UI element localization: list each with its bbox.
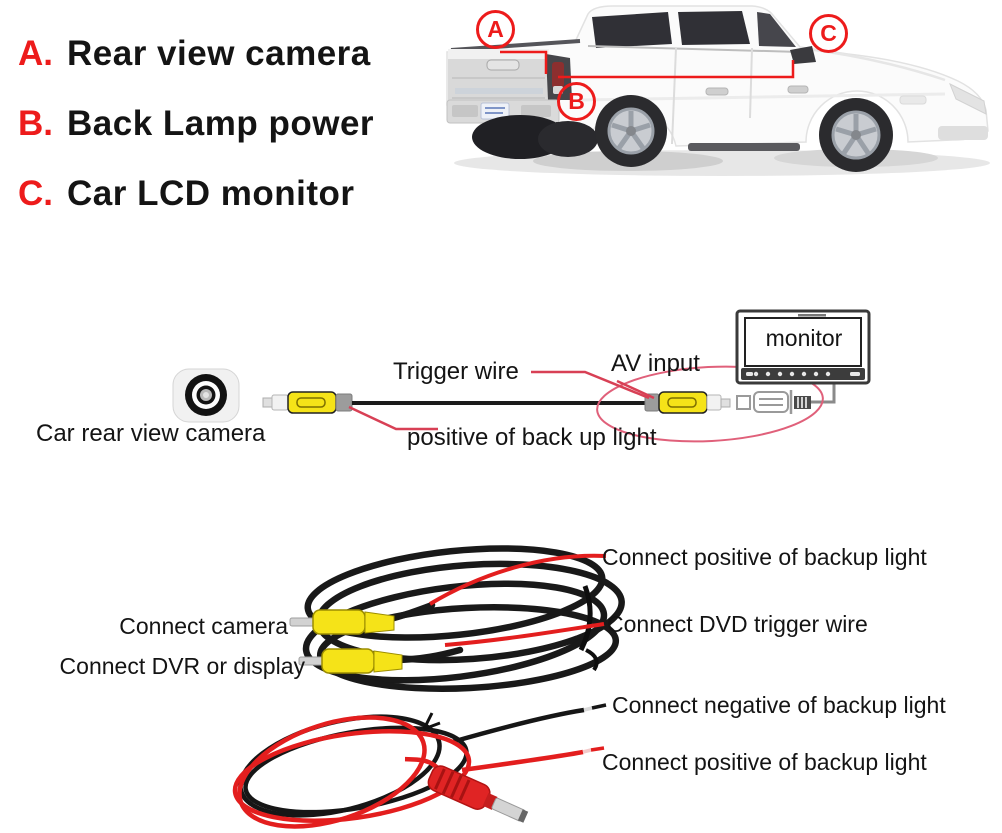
monitor-icon [735, 309, 871, 385]
truck-marker-a: A [476, 10, 515, 49]
legend-key-c: C. [18, 174, 53, 213]
connect-positive-backup2-label: Connect positive of backup light [602, 749, 927, 775]
legend-item-a: A. Rear view camera [18, 34, 374, 74]
connect-positive-backup-label: Connect positive of backup light [602, 544, 927, 570]
monitor-av-plug-icon [736, 383, 836, 414]
legend-label-a: Rear view camera [67, 34, 371, 73]
rearview-camera-icon [172, 368, 240, 423]
rear-wheel [595, 95, 667, 167]
dc-plug-icon [404, 756, 529, 823]
connection-highlight-ellipse [596, 365, 824, 443]
cable-rca-dvr-icon [298, 648, 403, 674]
connect-dvr-label: Connect DVR or display [59, 653, 305, 679]
negative-wire-tip [591, 703, 607, 710]
legend: A. Rear view camera B. Back Lamp power C… [18, 34, 374, 244]
backup-power-wire [428, 553, 607, 606]
cable-rca-camera-icon [289, 609, 395, 635]
truck-marker-b: B [557, 82, 596, 121]
camera-rca-connector-icon [262, 391, 353, 414]
legend-label-b: Back Lamp power [67, 104, 375, 143]
connect-camera-label: Connect camera [119, 613, 288, 639]
av-rca-connector-icon [644, 391, 731, 414]
connect-dvd-trigger-label: Connect DVD trigger wire [607, 611, 868, 637]
av-input-label: AV input [611, 350, 700, 377]
trigger-wire [444, 622, 605, 647]
truck-image [446, 5, 990, 176]
truck-marker-c: C [809, 14, 848, 53]
power-cable-image [232, 703, 607, 829]
camera-label: Car rear view camera [36, 420, 266, 447]
positive-wire-tip [590, 746, 605, 752]
av-cable-image [289, 545, 625, 692]
connect-negative-backup-label: Connect negative of backup light [612, 692, 946, 718]
front-wheel [819, 98, 893, 172]
backup-light-label: positive of back up light [407, 424, 657, 451]
legend-item-c: C. Car LCD monitor [18, 174, 374, 214]
legend-key-a: A. [18, 34, 53, 73]
side-mirror [790, 46, 816, 64]
legend-key-b: B. [18, 104, 53, 143]
monitor-label: monitor [765, 325, 843, 351]
diagram-leader-lines [348, 370, 655, 431]
trigger-wire-label: Trigger wire [393, 358, 519, 385]
legend-item-b: B. Back Lamp power [18, 104, 374, 144]
truck-annotation-lines [500, 50, 795, 79]
legend-label-c: Car LCD monitor [67, 174, 355, 213]
tailgate [448, 49, 549, 104]
